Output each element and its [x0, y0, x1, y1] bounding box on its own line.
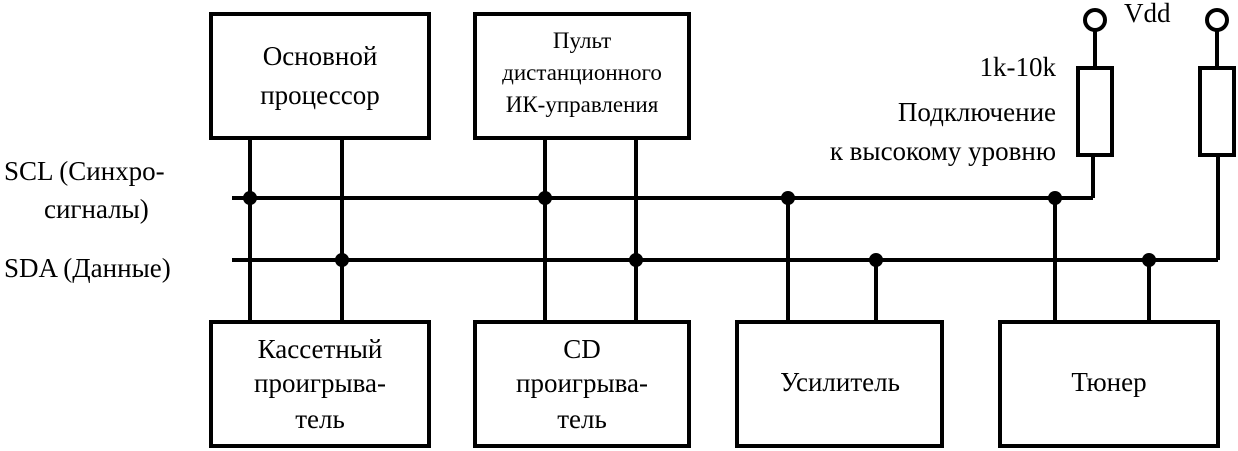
main-processor-block	[209, 12, 431, 140]
cassette-player-block	[209, 320, 431, 448]
cassette-label-1: Кассетный	[258, 334, 383, 364]
vdd-label: Vdd	[1124, 0, 1171, 28]
vdd-terminal-1	[1083, 8, 1107, 32]
tuner-block	[998, 320, 1220, 448]
sda-label: SDA (Данные)	[4, 253, 171, 283]
scl-pullup-resistor	[1076, 66, 1114, 157]
ir-remote-label-2: дистанционного	[502, 60, 662, 85]
junction-dot	[335, 253, 349, 267]
cd-label-1: CD	[563, 334, 601, 364]
main-processor-label-1: Основной	[263, 41, 378, 71]
amplifier-block	[735, 320, 944, 448]
junction-dot	[538, 191, 552, 205]
cd-label-2: проигрыва-	[516, 368, 648, 398]
vdd-terminal-2	[1205, 8, 1229, 32]
ir-remote-label-3: ИК-управления	[506, 92, 659, 117]
scl-label-line2: сигналы)	[44, 194, 149, 224]
ir-remote-block	[473, 12, 691, 140]
junction-dot	[1048, 191, 1062, 205]
pullup-description-1: Подключение	[898, 97, 1056, 127]
ir-remote-label-1: Пульт	[553, 28, 611, 53]
cassette-label-2: проигрыва-	[254, 368, 386, 398]
cassette-label-3: тель	[295, 404, 345, 434]
junction-dot	[629, 253, 643, 267]
junction-dot	[781, 191, 795, 205]
junction-dot	[1142, 253, 1156, 267]
junction-dot	[869, 253, 883, 267]
scl-label-line1: SCL (Синхро-	[4, 156, 165, 186]
pullup-description-2: к высокому уровню	[830, 136, 1056, 166]
amplifier-label: Усилитель	[780, 367, 900, 397]
junction-dot	[243, 191, 257, 205]
main-processor-label-2: процессор	[260, 80, 380, 110]
sda-pullup-resistor	[1198, 66, 1236, 157]
cd-label-3: тель	[557, 404, 607, 434]
tuner-label: Тюнер	[1071, 367, 1146, 397]
resistor-value-label: 1k-10k	[980, 52, 1057, 82]
cd-player-block	[473, 320, 691, 448]
